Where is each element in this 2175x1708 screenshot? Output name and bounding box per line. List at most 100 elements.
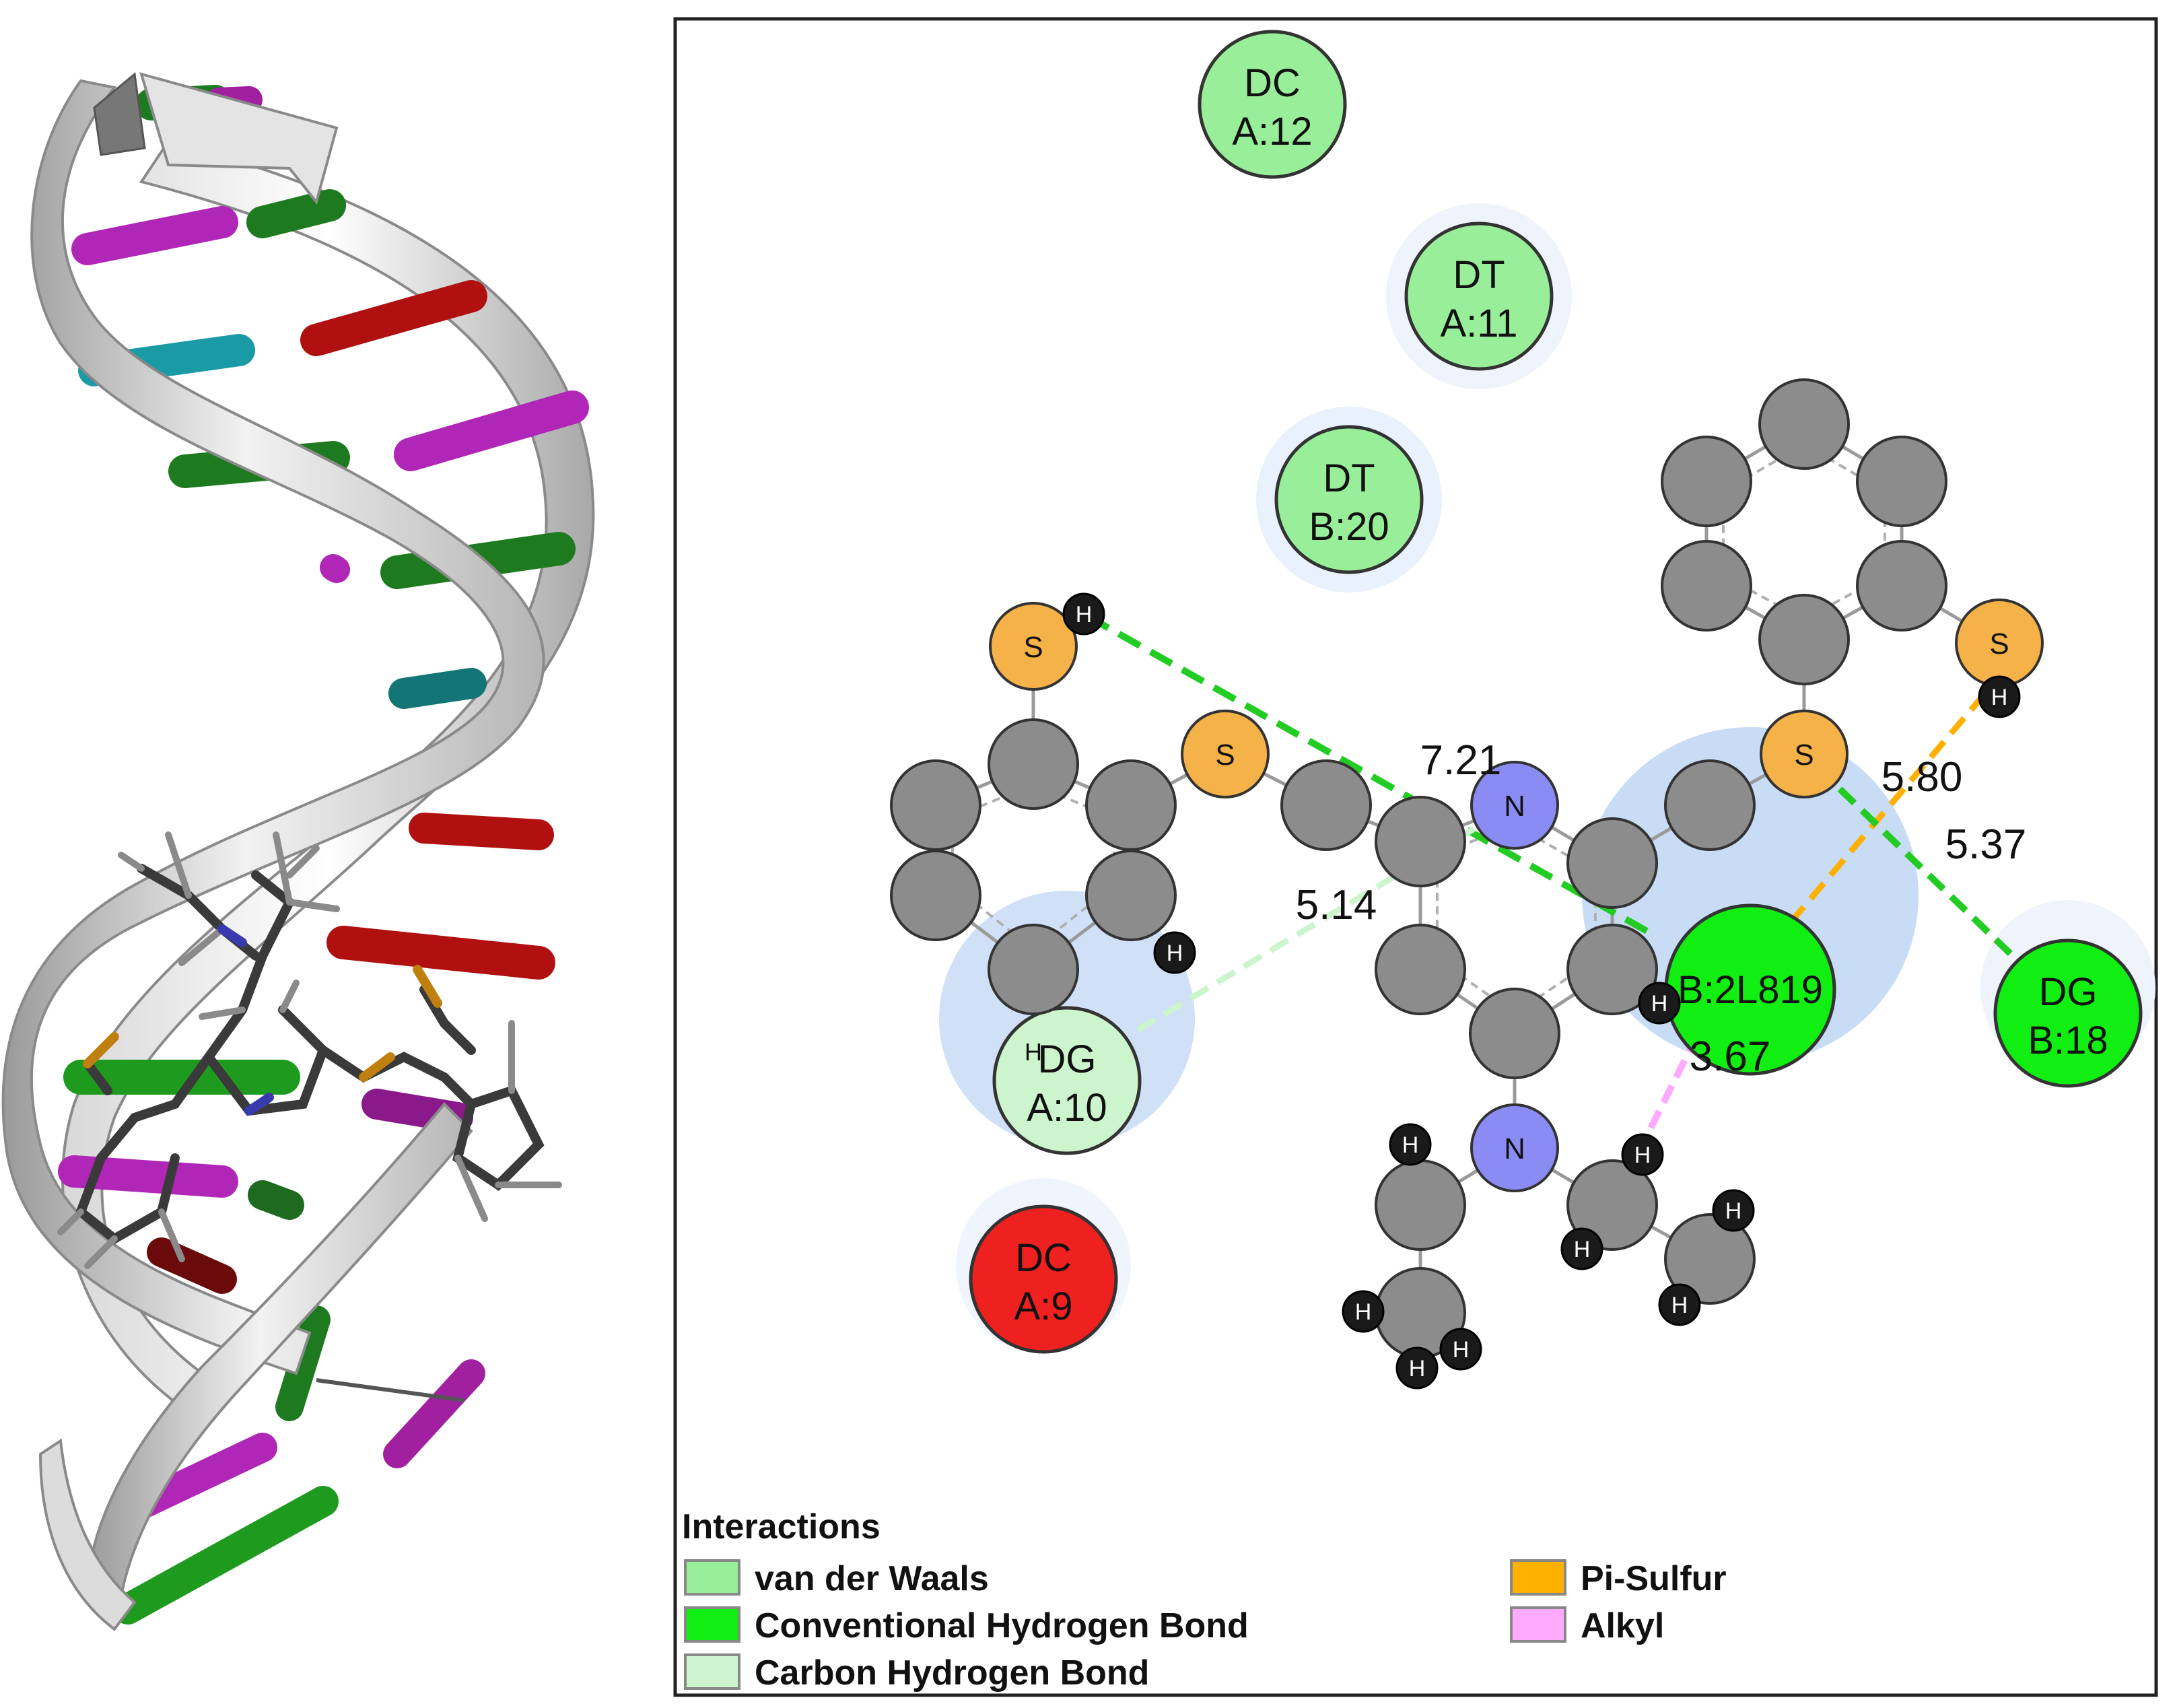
res-dt-a11-name: DT	[1453, 253, 1505, 297]
sulfur-atom: S	[1181, 710, 1270, 798]
interaction-diagram-panel: DCA:12DTA:11DTB:20DGA:10HDCA:9DGB:18B:2L…	[673, 17, 2158, 1697]
carbon-atom	[1758, 594, 1850, 685]
res-b-2l819-name: B:2L819	[1678, 968, 1823, 1012]
carbon-atom	[1375, 1159, 1466, 1251]
hydrogen-label: H	[1076, 602, 1093, 627]
dna-strand-arrowhead-tip	[93, 72, 146, 156]
hydrogen-label: H	[1402, 1132, 1419, 1158]
res-dg-a10-residue: DG A:10 H	[992, 1006, 1142, 1155]
distance-label: 5.14	[1296, 882, 1377, 928]
dna-ribbon-bottom-end	[38, 1438, 137, 1631]
dna-strand-arrowhead	[139, 72, 339, 205]
carbon-atom	[890, 850, 981, 941]
sulfur-atom: S	[1955, 599, 2044, 687]
nitrogen-atom: N	[1470, 1103, 1559, 1192]
res-dg-a10-name: DG	[1038, 1037, 1097, 1081]
ligand-atoms	[890, 378, 1947, 1359]
res-b-2l819-residue: B:2L819	[1664, 903, 1836, 1076]
nitrogen-label: N	[1504, 1132, 1525, 1165]
carbon-atom	[1469, 988, 1560, 1079]
legend-swatch	[684, 1559, 740, 1596]
res-dt-b20-name: DT	[1323, 456, 1375, 500]
res-dg-a10-hydrogen-label: H	[1025, 1038, 1042, 1066]
legend-title: Interactions	[682, 1507, 881, 1546]
hbond-line-5.37	[1815, 765, 2015, 959]
legend-item: Conventional Hydrogen Bond	[684, 1606, 1249, 1645]
carbon-atom	[1856, 540, 1947, 631]
hydrogen-atom: H	[1658, 1283, 1701, 1326]
carbon-atom	[1375, 796, 1466, 887]
hydrogen-atom: H	[1062, 592, 1105, 636]
hydrogen-atom: H	[1978, 675, 2021, 718]
legend-label: Alkyl	[1581, 1606, 1664, 1645]
hydrogen-atom: H	[1560, 1227, 1603, 1270]
res-dc-a9-name: DC	[1015, 1236, 1072, 1280]
carbon-atom	[988, 924, 1079, 1015]
hydrogen-label: H	[1355, 1299, 1372, 1325]
hydrogen-label: H	[1725, 1198, 1742, 1224]
hydrogen-atom: H	[1621, 1133, 1664, 1176]
hydrogen-label: H	[1671, 1293, 1688, 1318]
hydrogen-label: H	[1991, 685, 2008, 710]
dna-tether-line	[316, 1378, 465, 1402]
carbon-atom	[1375, 924, 1466, 1015]
res-dg-a10-chain: A:10	[1027, 1086, 1107, 1130]
legend-swatch	[1510, 1606, 1566, 1643]
dna-helix-panel	[1, 72, 595, 1631]
res-dt-b20-disc	[1274, 425, 1424, 574]
carbon-atom	[1280, 759, 1372, 851]
res-dc-a12-name: DC	[1244, 61, 1301, 105]
nitrogen-label: N	[1504, 790, 1525, 823]
res-dt-a11-residue: DT A:11	[1404, 221, 1554, 371]
res-dt-a11-disc	[1404, 221, 1554, 371]
legend-label: Conventional Hydrogen Bond	[755, 1606, 1249, 1645]
pi-sulfur-line-5.80	[1788, 675, 2002, 924]
legend-item: van der Waals	[684, 1559, 989, 1598]
nitrogen-atom: N	[1470, 761, 1559, 850]
ligand-stick-model	[57, 831, 562, 1269]
hydrogen-atom: H	[1153, 931, 1196, 974]
res-dg-b18-residue: DG B:18	[1993, 938, 2143, 1088]
legend-swatch	[1510, 1559, 1566, 1596]
hydrogen-label: H	[1409, 1356, 1426, 1381]
sulfur-label: S	[1989, 627, 2009, 660]
res-dc-a9-disc	[969, 1204, 1118, 1354]
carbon-atom	[1856, 436, 1947, 527]
hydrogen-label: H	[1453, 1337, 1470, 1363]
res-dt-b20-residue: DT B:20	[1274, 425, 1424, 574]
distance-label: 5.37	[1945, 821, 2027, 868]
hydrogen-atom: H	[1638, 982, 1681, 1025]
hydrogen-atom: H	[1342, 1290, 1385, 1333]
carbon-atom	[1661, 436, 1752, 527]
res-dg-b18-chain: B:18	[2028, 1019, 2108, 1062]
carbon-atom	[1566, 817, 1658, 909]
res-dc-a9-chain: A:9	[1014, 1285, 1072, 1328]
legend-item: Alkyl	[1510, 1606, 1664, 1645]
legend-swatch	[684, 1653, 740, 1690]
hydrogen-label: H	[1167, 941, 1183, 966]
legend-label: Carbon Hydrogen Bond	[755, 1653, 1149, 1693]
res-dt-b20-chain: B:20	[1309, 505, 1389, 549]
hydrogen-label: H	[1651, 991, 1668, 1017]
carbon-atom	[890, 759, 981, 851]
legend-label: van der Waals	[755, 1559, 989, 1598]
distance-label: 5.80	[1881, 754, 1963, 800]
legend-item: Carbon Hydrogen Bond	[684, 1653, 1149, 1693]
sulfur-atom: S	[989, 602, 1078, 691]
res-dg-b18-name: DG	[2039, 970, 2098, 1014]
carbon-atom	[1566, 1159, 1658, 1251]
carbon-atom	[1085, 850, 1177, 941]
res-dt-a11-chain: A:11	[1440, 302, 1517, 345]
distance-label: 7.21	[1420, 737, 1502, 784]
res-dc-a9-residue: DC A:9	[969, 1204, 1118, 1354]
carbon-atom	[1664, 1213, 1756, 1305]
carbon-atom	[1664, 759, 1756, 851]
carbon-atom	[988, 718, 1079, 810]
legend-item: Pi-Sulfur	[1510, 1559, 1727, 1598]
distance-label: 3.67	[1690, 1033, 1771, 1080]
hydrogen-atom: H	[1439, 1328, 1482, 1371]
carbon-hbond-line-5.14	[1136, 802, 1517, 1033]
carbon-atom	[1758, 378, 1850, 470]
